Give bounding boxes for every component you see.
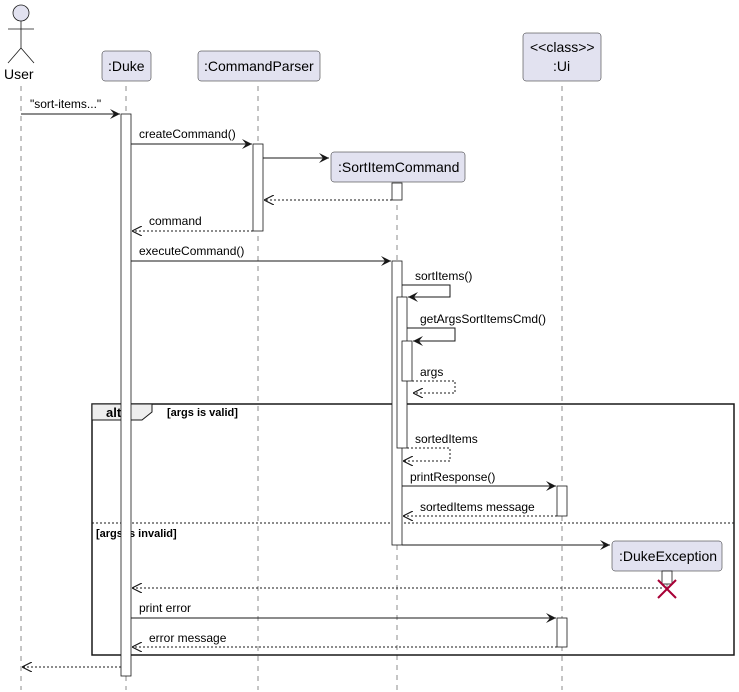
arrow-get-args-self [407, 327, 456, 346]
alt-label: alt [106, 405, 122, 420]
participant-duke: :Duke [101, 50, 152, 82]
participant-ui: <<class>> :Ui [522, 32, 602, 82]
participant-sort-item-command-label: :SortItemCommand [338, 159, 459, 175]
msg-execute-command: executeCommand() [139, 244, 244, 258]
msg-sort-items: "sort-items..." [30, 97, 101, 111]
activation-parser [252, 143, 264, 232]
msg-sorted-items: sortedItems [415, 432, 478, 446]
participant-command-parser: :CommandParser [197, 50, 321, 82]
activation-sort-create [391, 182, 403, 201]
arrow-sort-items-self [402, 284, 451, 302]
actor-icon [7, 4, 35, 64]
message-labels: "sort-items..." createCommand() command … [30, 97, 546, 645]
activation-ui-error [556, 617, 568, 648]
participant-duke-exception: :DukeException [611, 540, 723, 572]
msg-error-message: error message [149, 631, 227, 645]
activations [120, 113, 673, 677]
participant-user: User [4, 4, 35, 82]
participant-sort-item-command: :SortItemCommand [330, 151, 466, 183]
msg-command: command [149, 214, 202, 228]
msg-print-error: print error [139, 601, 191, 615]
activation-duke [120, 113, 132, 677]
participant-ui-label: :Ui [553, 58, 570, 74]
msg-get-args: getArgsSortItemsCmd() [420, 312, 546, 326]
msg-sorted-items-message: sortedItems message [420, 500, 535, 514]
activation-exception [661, 570, 673, 585]
participant-command-parser-label: :CommandParser [204, 58, 314, 74]
activation-get-args [401, 340, 413, 382]
participant-duke-label: :Duke [108, 58, 145, 74]
participant-duke-exception-label: :DukeException [619, 548, 717, 564]
arrow-args-return [412, 380, 456, 393]
destroy-icon [657, 579, 677, 599]
activation-ui-response [556, 485, 568, 517]
guard-valid: [args is valid] [167, 407, 238, 419]
participant-user-label: User [4, 66, 34, 82]
arrow-sorted-items-return [403, 447, 451, 461]
participant-ui-stereotype: <<class>> [530, 39, 595, 55]
msg-print-response: printResponse() [410, 470, 495, 484]
msg-args: args [420, 365, 443, 379]
guard-invalid: [args is invalid] [96, 528, 177, 540]
message-arrows [21, 109, 662, 667]
alt-fragment: alt [args is valid] [args is invalid] [91, 403, 735, 656]
msg-create-command: createCommand() [139, 127, 236, 141]
msg-sort-items-self: sortItems() [415, 269, 472, 283]
